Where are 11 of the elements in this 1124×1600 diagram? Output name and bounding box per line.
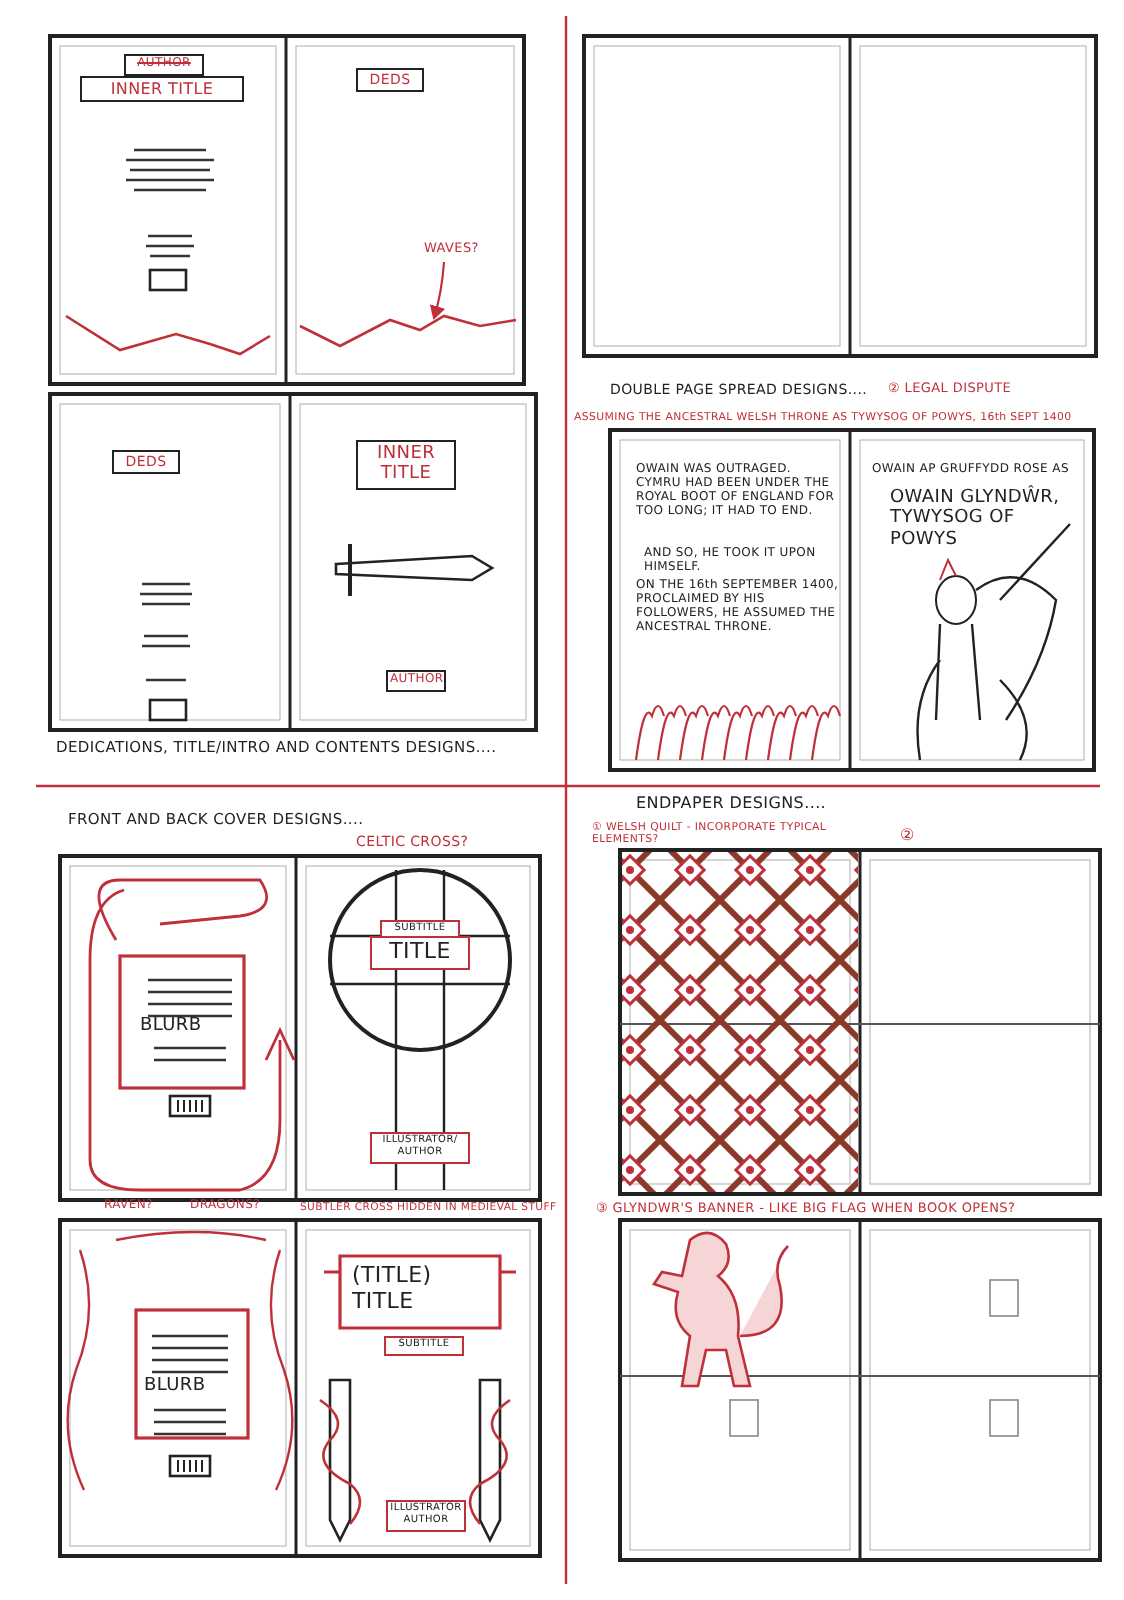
blurb-label: BLURB	[140, 1016, 204, 1037]
banner-label: INNER TITLE	[80, 76, 244, 103]
blurb-label: BLURB	[144, 1376, 208, 1397]
story-title-text: OWAIN GLYNDŴR, TYWYSOG OF POWYS	[890, 488, 1062, 551]
banner-label: INNER TITLE	[356, 440, 456, 490]
annotation-number: ②	[900, 826, 917, 845]
banner-label: TITLE	[370, 936, 470, 970]
arrow	[429, 261, 446, 320]
cover-title-text: (TITLE) TITLE	[352, 1264, 434, 1315]
section-heading: ENDPAPER DESIGNS....	[636, 794, 829, 813]
wave-drawing	[299, 314, 517, 348]
